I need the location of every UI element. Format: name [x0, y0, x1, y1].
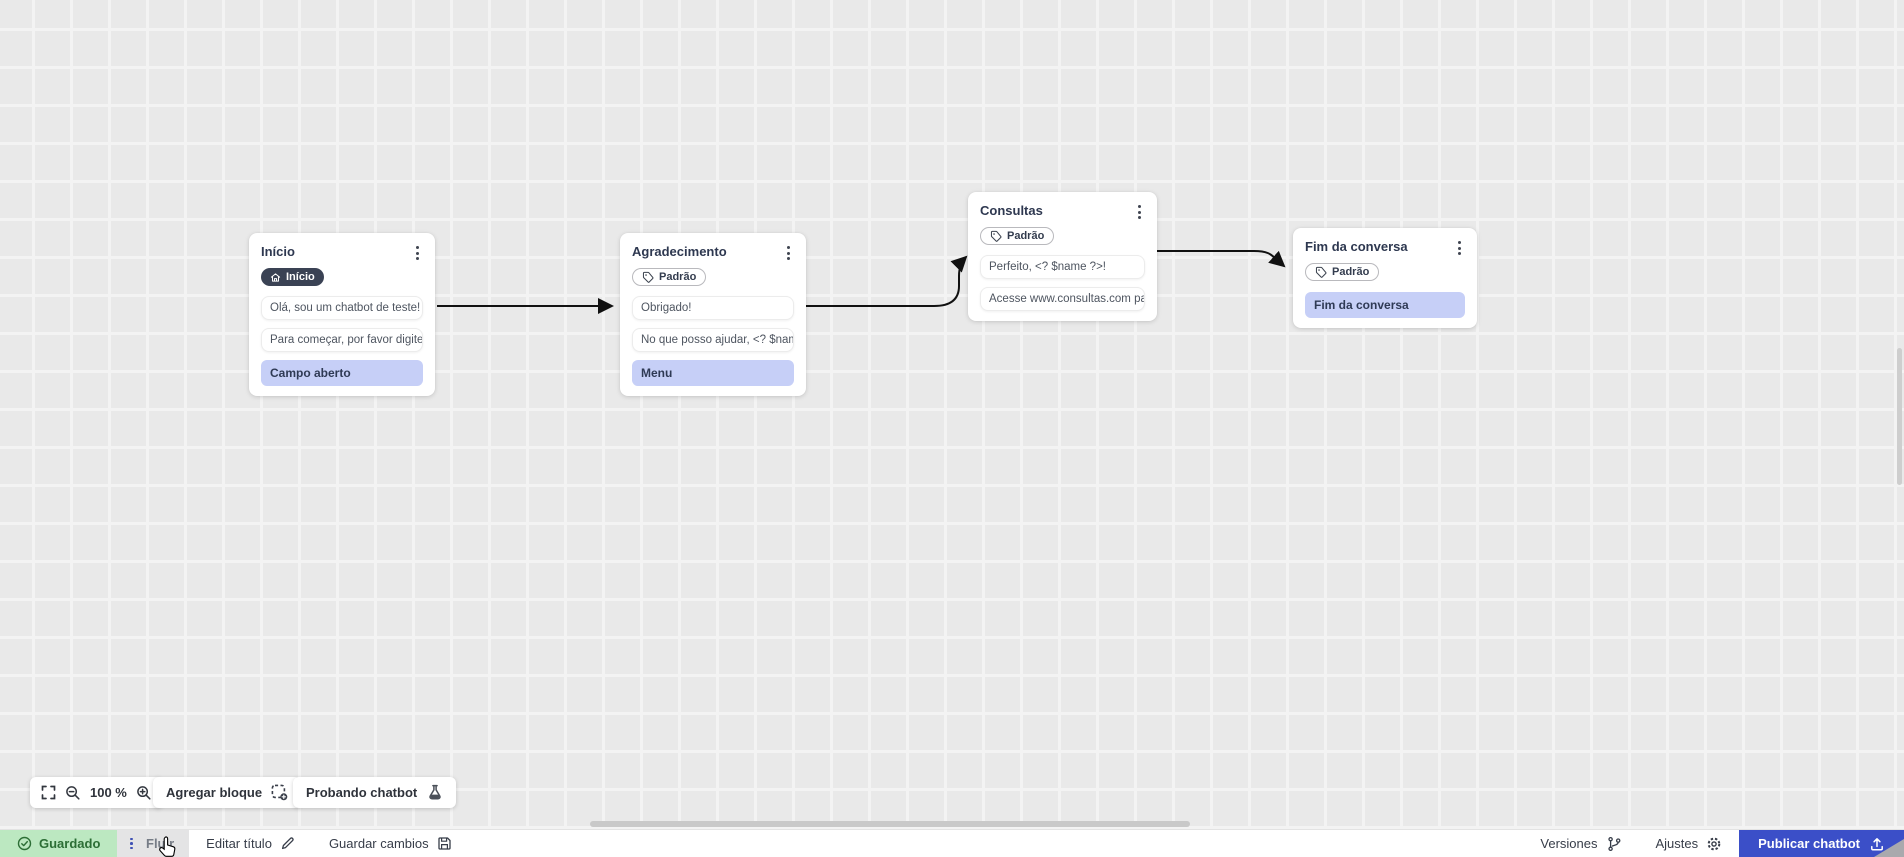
node-title: Agradecimento	[632, 244, 727, 259]
settings-button[interactable]: Ajustes	[1639, 830, 1740, 857]
message-bubble[interactable]: Obrigado!	[632, 296, 794, 320]
add-block-label: Agregar bloque	[166, 785, 263, 800]
flow-edges	[437, 250, 1286, 314]
flow-node-inicio[interactable]: Início Início Olá, sou um chatbot de tes…	[249, 233, 435, 396]
node-title: Consultas	[980, 203, 1043, 218]
message-bubble[interactable]: Para começar, por favor digite o ...	[261, 327, 423, 352]
floppy-icon	[438, 837, 451, 850]
flow-canvas[interactable]: Início Início Olá, sou um chatbot de tes…	[0, 0, 1904, 829]
statusbar-spacer	[469, 830, 1524, 857]
horizontal-scrollbar[interactable]	[590, 821, 1190, 827]
test-chatbot-button[interactable]: Probando chatbot	[293, 777, 457, 808]
node-type-badge: Padrão	[980, 227, 1055, 245]
flask-icon	[429, 784, 441, 800]
node-type-badge: Padrão	[632, 268, 707, 286]
gear-icon	[1707, 837, 1721, 850]
git-branch-icon	[1607, 836, 1620, 851]
node-title: Fim da conversa	[1305, 239, 1408, 254]
zoom-in-icon[interactable]	[136, 785, 152, 801]
add-block-button[interactable]: Agregar bloque	[153, 777, 302, 808]
save-changes-button[interactable]: Guardar cambios	[312, 830, 469, 857]
edge-agradecimento-consultas	[806, 255, 968, 307]
dashed-square-plus-icon	[271, 784, 288, 801]
edit-title-button[interactable]: Editar título	[189, 830, 312, 857]
tag-icon	[642, 271, 654, 283]
menu-button[interactable]: Menu	[632, 360, 794, 386]
pencil-icon	[281, 837, 294, 850]
node-type-badge: Início	[261, 268, 324, 286]
flow-node-consultas[interactable]: Consultas Padrão Perfeito, <? $name ?>! …	[968, 192, 1157, 321]
node-menu-icon[interactable]	[412, 244, 423, 262]
home-icon	[270, 272, 281, 282]
message-bubble[interactable]: No que posso ajudar, <? $name ...	[632, 328, 794, 352]
versions-button[interactable]: Versiones	[1523, 830, 1638, 857]
node-title: Início	[261, 244, 295, 259]
publish-chatbot-button[interactable]: Publicar chatbot	[1739, 830, 1904, 857]
tag-icon	[1315, 266, 1327, 278]
vertical-scrollbar[interactable]	[1897, 348, 1902, 485]
tab-flow[interactable]: Fluir	[117, 830, 190, 857]
message-bubble[interactable]: Olá, sou um chatbot de teste!	[261, 295, 423, 320]
status-bar: Guardado Fluir Editar título Guardar cam…	[0, 829, 1904, 857]
zoom-level: 100 %	[90, 785, 127, 800]
flow-node-fim-da-conversa[interactable]: Fim da conversa Padrão Fim da conversa	[1293, 228, 1477, 328]
fullscreen-icon[interactable]	[41, 785, 56, 800]
tag-icon	[990, 230, 1002, 242]
mouse-cursor	[159, 836, 176, 857]
edge-consultas-fim	[1157, 250, 1286, 268]
test-chatbot-label: Probando chatbot	[306, 785, 418, 800]
message-bubble[interactable]: Perfeito, <? $name ?>!	[980, 255, 1145, 279]
zoom-out-icon[interactable]	[65, 785, 81, 801]
window-resize-corner	[1874, 839, 1904, 857]
zoom-toolbar: 100 %	[30, 777, 163, 808]
node-menu-icon[interactable]	[1454, 239, 1465, 257]
node-menu-icon[interactable]	[783, 244, 794, 262]
end-conversation-button[interactable]: Fim da conversa	[1305, 292, 1465, 318]
saved-status-badge: Guardado	[0, 830, 118, 857]
node-type-badge: Padrão	[1305, 263, 1380, 281]
kebab-icon[interactable]	[130, 837, 133, 850]
node-menu-icon[interactable]	[1134, 203, 1145, 221]
message-bubble[interactable]: Acesse www.consultas.com par...	[980, 287, 1145, 311]
open-field-button[interactable]: Campo aberto	[261, 359, 423, 386]
check-circle-icon	[17, 836, 32, 851]
flow-node-agradecimento[interactable]: Agradecimento Padrão Obrigado! No que po…	[620, 233, 806, 396]
